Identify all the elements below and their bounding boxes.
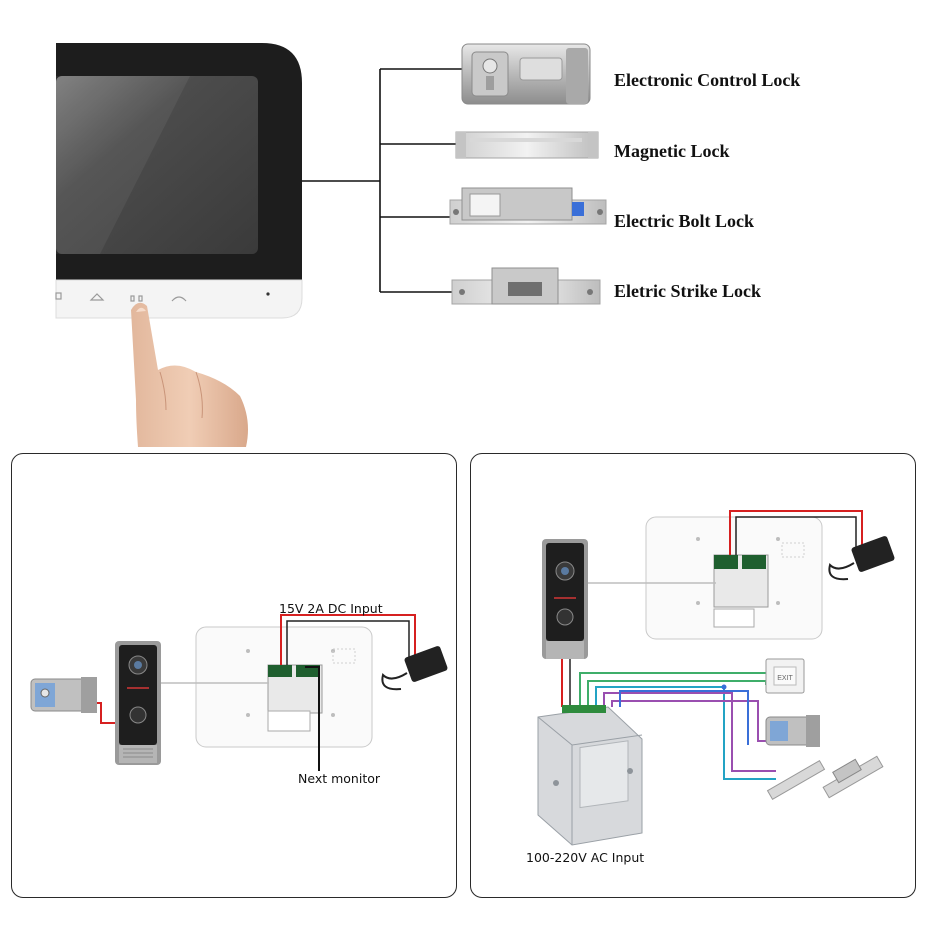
indoor-monitor-back [645,516,823,640]
left-wiring-illustration [30,614,448,771]
lock-connector-lines [302,68,462,293]
magnetic-lock-icon [766,759,826,801]
top-illustration [55,43,607,447]
power-adapter-icon [828,536,895,581]
power-wire-red [280,614,416,665]
next-monitor-wire [305,666,320,771]
electric-bolt-lock-icon [822,755,884,799]
next-monitor-label: Next monitor [298,771,381,786]
electric-bolt-lock-label: Electric Bolt Lock [614,211,754,231]
electronic-control-lock-icon [461,43,591,105]
exit-button-icon: EXIT [765,658,805,694]
electronic-control-lock-icon [30,677,97,713]
wire-blue [619,690,749,745]
power-supply-unit [537,705,643,846]
indoor-monitor [55,43,303,319]
power-wire-black [286,620,410,665]
electronic-control-lock-label: Electronic Control Lock [614,70,801,90]
right-wiring-illustration: EXIT [537,510,895,846]
monitor-buttons [55,292,187,302]
wire-purple [603,692,776,772]
magnetic-lock-icon [455,131,599,159]
electric-bolt-lock-icon [449,187,607,225]
phone-icon [171,296,187,302]
electric-strike-lock-label: Eletric Strike Lock [614,281,761,301]
outdoor-camera-unit [542,539,588,659]
power-adapter-icon [381,646,448,691]
dc-input-label: 15V 2A DC Input [279,601,383,616]
monitor-screen [56,76,258,254]
finger-pressing [131,302,248,447]
electric-strike-lock-icon [451,267,601,305]
indoor-monitor-back [195,626,373,748]
ac-input-label: 100-220V AC Input [526,850,645,865]
magnetic-lock-label: Magnetic Lock [614,141,730,161]
unlock-icon [89,293,105,301]
electronic-control-lock-icon [765,715,820,747]
svg-text:EXIT: EXIT [777,675,793,682]
outdoor-camera-unit [115,641,161,765]
